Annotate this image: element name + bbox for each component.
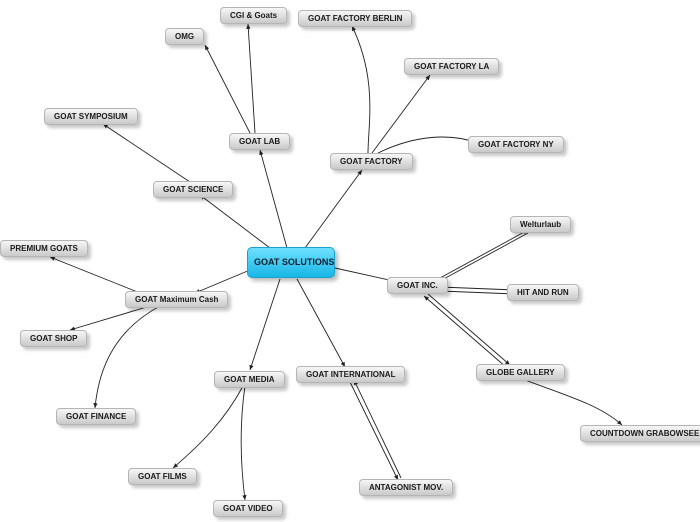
connector-media-video (240, 385, 247, 501)
connector-inc-hitrun-a (439, 286, 516, 292)
connector-root-goat-lab (259, 149, 288, 249)
connector-factory-ny (377, 136, 479, 154)
node-goat-inc[interactable]: GOAT INC. (387, 277, 448, 294)
connector-lab-cgi (246, 23, 256, 134)
node-goat-shop[interactable]: GOAT SHOP (20, 330, 88, 347)
connector-inc-welturlaub-a (439, 229, 529, 279)
node-goat-factory-berlin[interactable]: GOAT FACTORY BERLIN (298, 10, 413, 27)
node-antagonist-mov[interactable]: ANTAGONIST MOV. (359, 479, 454, 496)
node-welturlaub[interactable]: Welturlaub (510, 216, 572, 233)
node-goat-international[interactable]: GOAT INTERNATIONAL (296, 366, 406, 383)
node-goat-films[interactable]: GOAT FILMS (128, 468, 197, 485)
node-goat-finance[interactable]: GOAT FINANCE (56, 408, 137, 425)
connector-root-goat-factory (304, 169, 363, 249)
connector-lab-omg (204, 44, 251, 134)
connector-inc-globe-b (423, 295, 507, 368)
connector-intl-antagonist-a (349, 381, 399, 481)
node-omg[interactable]: OMG (165, 28, 205, 45)
connector-factory-berlin (351, 25, 371, 154)
connector-cash-finance (93, 305, 161, 409)
connector-root-goat-international (296, 278, 346, 368)
node-countdown-grabowsee[interactable]: COUNTDOWN GRABOWSEE (580, 425, 700, 442)
connector-factory-la (371, 74, 431, 154)
node-goat-lab[interactable]: GOAT LAB (229, 133, 291, 150)
connector-inc-globe-a (427, 293, 511, 366)
connector-inc-welturlaub-b (439, 232, 529, 282)
connector-cash-shop (69, 305, 151, 331)
node-globe-gallery[interactable]: GLOBE GALLERY (476, 364, 565, 381)
node-goat-media[interactable]: GOAT MEDIA (214, 371, 285, 388)
node-premium-goats[interactable]: PREMIUM GOATS (0, 240, 88, 257)
node-goat-solutions[interactable]: GOAT SOLUTIONS (247, 247, 335, 278)
connector-root-maximum-cash (194, 269, 251, 294)
connector-intl-antagonist-b (353, 379, 402, 479)
connector-root-goat-media (249, 278, 281, 371)
node-goat-factory-ny[interactable]: GOAT FACTORY NY (468, 136, 564, 153)
node-cgi-goats[interactable]: CGI & Goats (220, 7, 288, 24)
node-goat-factory-la[interactable]: GOAT FACTORY LA (404, 58, 500, 75)
node-goat-video[interactable]: GOAT VIDEO (213, 500, 283, 517)
node-goat-science[interactable]: GOAT SCIENCE (153, 181, 234, 198)
connector-media-films (172, 385, 244, 469)
node-goat-factory[interactable]: GOAT FACTORY (330, 153, 413, 170)
connector-inc-hitrun-b (439, 289, 516, 295)
connector-root-goat-science (199, 194, 271, 249)
connector-science-symposium (102, 123, 191, 183)
connector-cash-premium (49, 256, 141, 294)
node-hit-and-run[interactable]: HIT AND RUN (507, 284, 579, 301)
node-goat-maximum-cash[interactable]: GOAT Maximum Cash (125, 291, 229, 308)
connector-globe-countdown (524, 379, 623, 426)
node-goat-symposium[interactable]: GOAT SYMPOSIUM (44, 108, 138, 125)
